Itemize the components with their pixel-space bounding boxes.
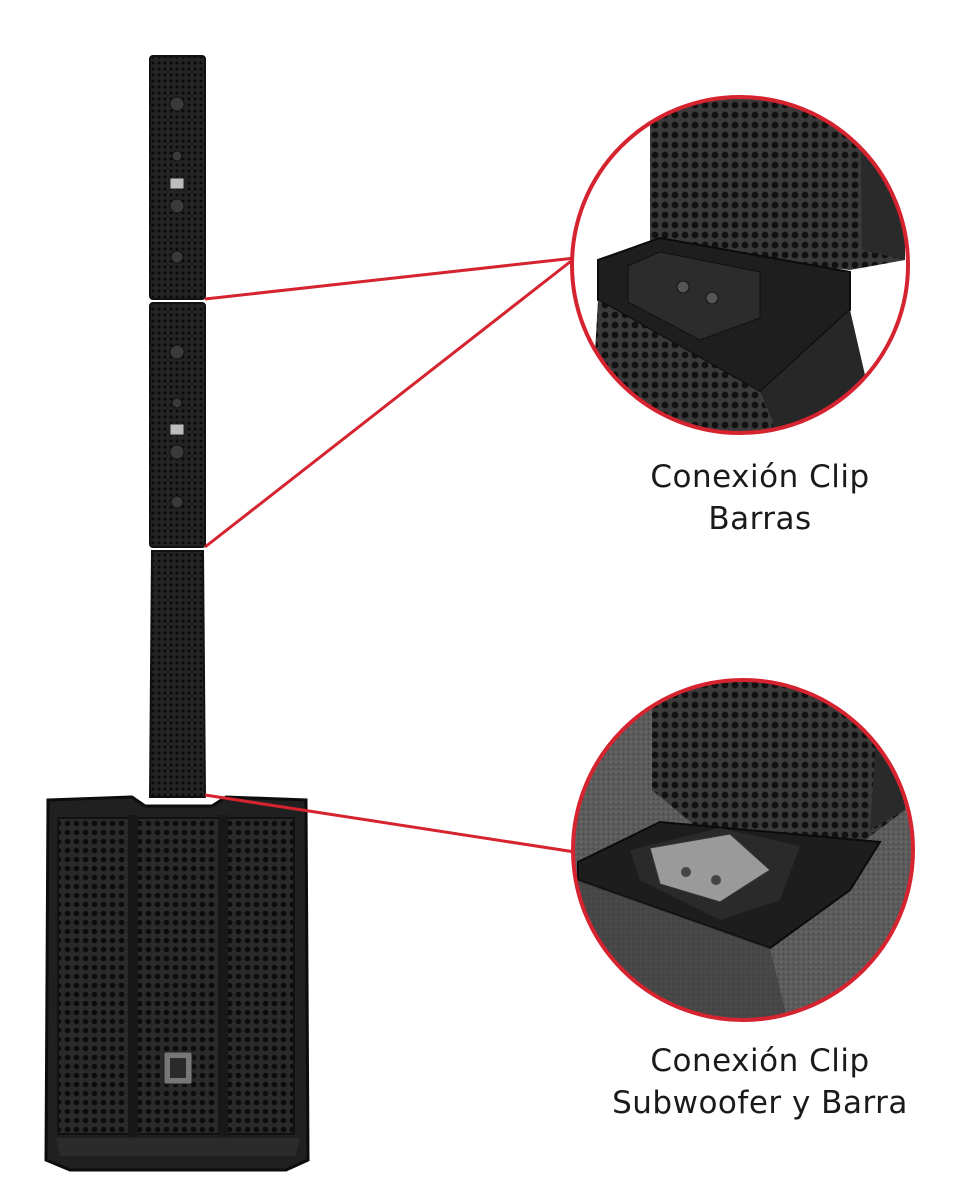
- subwoofer: [44, 795, 310, 1172]
- caption-bars-clip-line2: Barras: [708, 501, 812, 537]
- caption-subwoofer-clip-line2: Subwoofer y Barra: [612, 1085, 908, 1121]
- caption-subwoofer-clip-line1: Conexión Clip: [650, 1043, 870, 1079]
- caption-bars-clip-line1: Conexión Clip: [650, 459, 870, 495]
- column-middle-section: [149, 302, 206, 548]
- caption-bars-clip: Conexión Clip Barras: [600, 456, 920, 540]
- zoom-subwoofer-clip: [571, 678, 915, 1022]
- zoom-bars-clip: [570, 95, 910, 435]
- column-top-section: [149, 55, 206, 300]
- column-spacer: [148, 550, 207, 798]
- caption-subwoofer-clip: Conexión Clip Subwoofer y Barra: [590, 1040, 930, 1124]
- callout-lines: [204, 256, 576, 854]
